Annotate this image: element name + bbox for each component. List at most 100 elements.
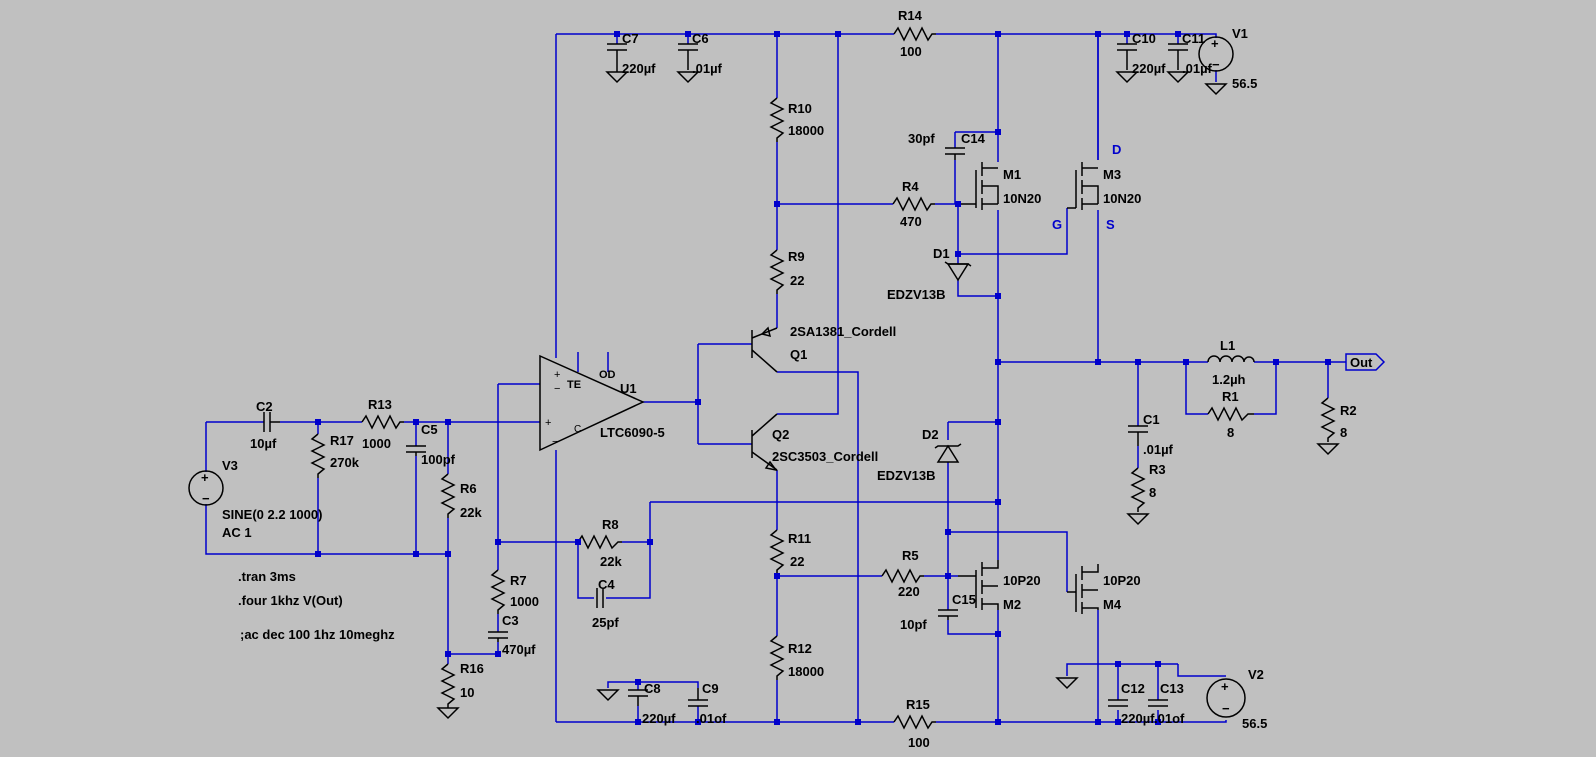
- r4-value: 470: [900, 214, 922, 229]
- u1-pin-od: OD: [599, 369, 616, 381]
- svg-text:−: −: [1222, 701, 1230, 716]
- r12-name: R12: [788, 641, 812, 656]
- c4-value: 25pf: [592, 615, 619, 630]
- out-net-label: Out: [1350, 355, 1373, 370]
- c2-name: C2: [256, 399, 273, 414]
- l1-name: L1: [1220, 338, 1236, 353]
- r8-value: 22k: [600, 554, 622, 569]
- r14-value: 100: [900, 44, 922, 59]
- r15-name: R15: [906, 697, 930, 712]
- q1-name: Q1: [790, 347, 808, 362]
- m1-name: M1: [1003, 167, 1022, 182]
- u1-value: LTC6090-5: [600, 425, 665, 440]
- source-pin-label: S: [1106, 217, 1115, 232]
- directive-four: .four 1khz V(Out): [238, 593, 343, 608]
- m3-value: 10N20: [1103, 191, 1142, 206]
- c1-value: .01µf: [1143, 442, 1173, 457]
- c9-value: .01of: [696, 711, 727, 726]
- c11-value: .01µf: [1182, 61, 1212, 76]
- junctions: [315, 31, 1331, 725]
- svg-text:−: −: [1212, 57, 1220, 72]
- c6-value: .01µf: [692, 61, 722, 76]
- c8-name: C8: [644, 681, 661, 696]
- d1-value: EDZV13B: [887, 287, 946, 302]
- c13-value: .01of: [1154, 711, 1185, 726]
- v3-ac: AC 1: [222, 525, 252, 540]
- r3-value: 8: [1149, 485, 1157, 500]
- components: + − + − + − + − + − C: [188, 26, 1386, 730]
- r14-name: R14: [898, 8, 922, 23]
- svg-text:+: +: [545, 417, 551, 429]
- v2-value: 56.5: [1242, 716, 1268, 731]
- svg-text:+: +: [554, 369, 560, 381]
- svg-text:−: −: [552, 436, 558, 448]
- r7-value: 1000: [510, 594, 539, 609]
- u1-name: U1: [620, 381, 637, 396]
- m4-value: 10P20: [1103, 573, 1141, 588]
- r12-value: 18000: [788, 664, 825, 679]
- r1-name: R1: [1222, 389, 1239, 404]
- v1-name: V1: [1232, 26, 1248, 41]
- svg-text:+: +: [1211, 36, 1219, 51]
- m4-name: M4: [1103, 597, 1122, 612]
- c11-name: C11: [1182, 31, 1206, 46]
- svg-text:C: C: [574, 424, 581, 435]
- v3-value: SINE(0 2.2 1000): [222, 507, 323, 522]
- c8-value: 220µf: [642, 711, 676, 726]
- r10-name: R10: [788, 101, 812, 116]
- c5-name: C5: [421, 422, 438, 437]
- c14-value: 30pf: [908, 131, 935, 146]
- m2-value: 10P20: [1003, 573, 1041, 588]
- r15-value: 100: [908, 735, 930, 750]
- r17-name: R17: [330, 433, 354, 448]
- c12-value: 220µf: [1121, 711, 1155, 726]
- m2-name: M2: [1003, 597, 1022, 612]
- c3-name: C3: [502, 613, 519, 628]
- r6-name: R6: [460, 481, 477, 496]
- r13-name: R13: [368, 397, 392, 412]
- directive-ac: ;ac dec 100 1hz 10meghz: [240, 627, 395, 642]
- r11-value: 22: [790, 554, 805, 569]
- r16-value: 10: [460, 685, 475, 700]
- r3-name: R3: [1149, 462, 1166, 477]
- r9-name: R9: [788, 249, 805, 264]
- v3-name: V3: [222, 458, 238, 473]
- c1-name: C1: [1143, 412, 1160, 427]
- r8-name: R8: [602, 517, 619, 532]
- svg-text:−: −: [554, 383, 560, 395]
- gate-pin-label: G: [1052, 217, 1063, 232]
- v2-name: V2: [1248, 667, 1264, 682]
- c15-value: 10pf: [900, 617, 927, 632]
- r10-value: 18000: [788, 123, 825, 138]
- m3-name: M3: [1103, 167, 1122, 182]
- d2-name: D2: [922, 427, 939, 442]
- r6-value: 22k: [460, 505, 482, 520]
- svg-text:+: +: [201, 470, 209, 485]
- r4-name: R4: [902, 179, 919, 194]
- c4-name: C4: [598, 577, 615, 592]
- c6-name: C6: [692, 31, 709, 46]
- svg-text:+: +: [1221, 679, 1229, 694]
- r2-value: 8: [1340, 425, 1348, 440]
- v1-value: 56.5: [1232, 76, 1258, 91]
- l1-value: 1.2µh: [1212, 372, 1246, 387]
- c14-name: C14: [961, 131, 985, 146]
- c13-name: C13: [1160, 681, 1184, 696]
- d2-value: EDZV13B: [877, 468, 936, 483]
- q2-value: 2SC3503_Cordell: [772, 449, 879, 464]
- q1-value: 2SA1381_Cordell: [790, 324, 897, 339]
- c15-name: C15: [952, 592, 976, 607]
- c5-value: 100pf: [421, 452, 455, 467]
- r16-name: R16: [460, 661, 484, 676]
- c7-name: C7: [622, 31, 639, 46]
- m1-value: 10N20: [1003, 191, 1042, 206]
- q2-name: Q2: [772, 427, 790, 442]
- r5-value: 220: [898, 584, 920, 599]
- c2-value: 10µf: [250, 436, 277, 451]
- c10-value: 220µf: [1132, 61, 1166, 76]
- c12-name: C12: [1121, 681, 1145, 696]
- c9-name: C9: [702, 681, 719, 696]
- c10-name: C10: [1132, 31, 1156, 46]
- svg-text:−: −: [202, 491, 210, 506]
